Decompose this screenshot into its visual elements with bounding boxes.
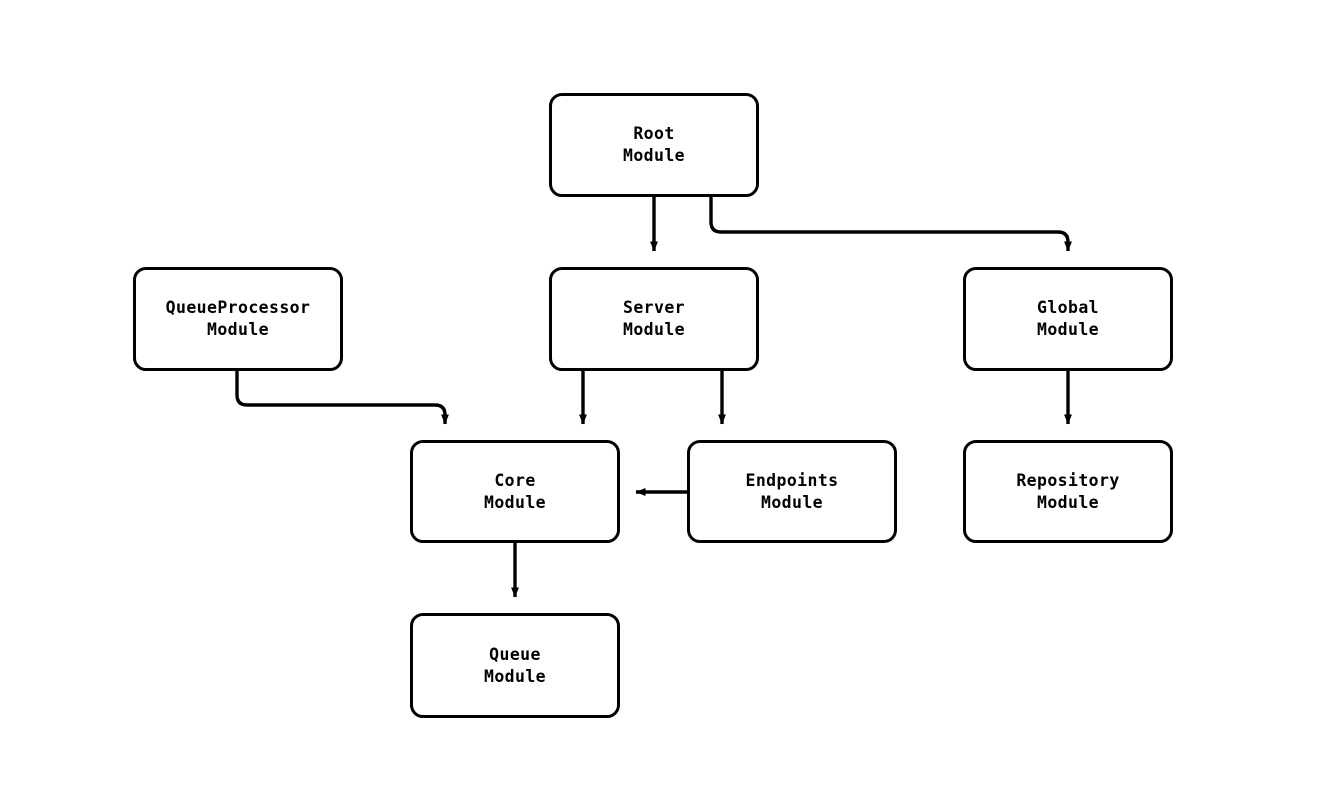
edge-queueprocessor-to-core (235, 371, 449, 425)
node-label-suffix: Module (206, 320, 269, 339)
node-label-suffix: Module (483, 492, 546, 512)
node-label-name: Server (622, 298, 685, 317)
node-label-name: Repository (1016, 470, 1120, 490)
node-label-suffix: Module (1036, 492, 1099, 512)
node-label-name: Queue (489, 644, 541, 664)
edge-root-to-global (709, 197, 1072, 252)
node-label-name: Root (633, 124, 675, 143)
node-label-name: QueueProcessor (165, 298, 311, 317)
node-label-name: Endpoints (745, 470, 839, 490)
node-label-name: Core (494, 470, 536, 490)
node-label-suffix: Module (483, 666, 546, 686)
node-label-name: Global (1036, 298, 1099, 317)
node-label-suffix: Module (622, 146, 685, 165)
node-label-suffix: Module (622, 320, 685, 339)
node-label-suffix: Module (760, 492, 823, 512)
node-label-suffix: Module (1036, 320, 1099, 339)
